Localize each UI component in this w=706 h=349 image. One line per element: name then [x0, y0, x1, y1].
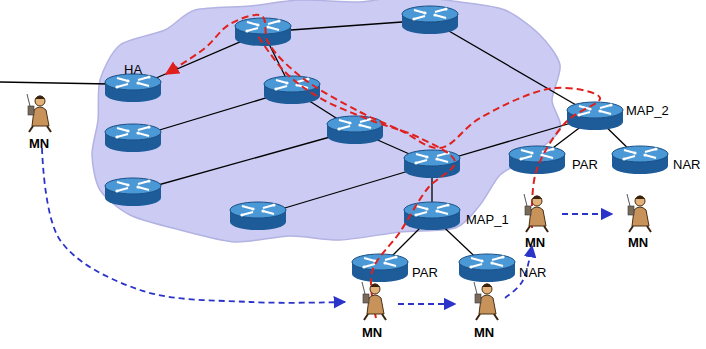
router-icon — [612, 146, 668, 174]
signalling-path — [258, 36, 455, 318]
mobile-node-icon — [524, 194, 548, 232]
router-label: PAR — [572, 158, 598, 171]
router-icon — [404, 202, 460, 230]
router-icon — [230, 202, 286, 230]
movement-arrow — [398, 303, 455, 305]
signalling-path — [166, 15, 600, 228]
router-icon — [105, 178, 161, 206]
router-label: MAP_2 — [626, 104, 669, 117]
mobile-node-label: MN — [362, 326, 382, 339]
network-cloud — [92, 0, 561, 242]
mobile-node-label: MN — [29, 137, 49, 150]
movement-arrow — [562, 213, 612, 215]
router-icon — [567, 102, 623, 130]
mobile-node-icon — [362, 282, 386, 320]
mobile-node-icon — [474, 282, 498, 320]
mobile-node-label: MN — [525, 236, 545, 249]
router-icon — [327, 116, 383, 144]
mobile-node-label: MN — [474, 326, 494, 339]
router-label: PAR — [412, 266, 438, 279]
router-icon — [459, 254, 515, 282]
router-label: NAR — [519, 266, 546, 279]
network-link — [0, 82, 110, 84]
router-icon — [105, 124, 161, 152]
movement-arrow — [42, 148, 345, 303]
mobile-node-icon — [627, 194, 651, 232]
network-link — [430, 20, 595, 116]
router-icon — [402, 6, 458, 34]
router-label: MAP_1 — [466, 213, 509, 226]
mobile-node-label: MN — [628, 236, 648, 249]
router-label: NAR — [673, 158, 700, 171]
router-icon — [264, 76, 320, 104]
router-icon — [105, 74, 161, 102]
router-icon — [352, 254, 408, 282]
network-link — [133, 130, 355, 192]
mobile-node-icon — [27, 94, 51, 132]
router-label: HA — [124, 63, 142, 76]
router-icon — [404, 150, 460, 178]
